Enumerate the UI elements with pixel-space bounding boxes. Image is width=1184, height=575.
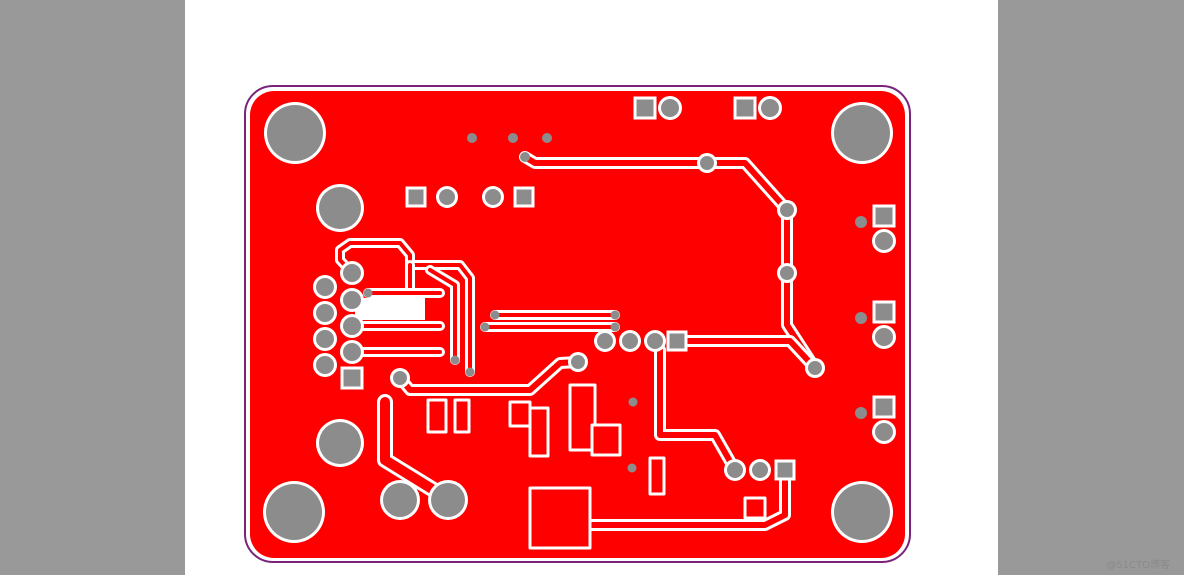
round-pad [834,105,890,161]
pads [263,96,896,543]
round-pad [266,484,322,540]
square-pad [636,99,654,117]
round-pad [383,483,417,517]
square-pad [875,303,893,321]
round-pad [647,333,663,349]
round-pad [622,333,638,349]
round-pad [610,310,620,320]
trace [587,467,788,528]
round-pad [542,133,552,143]
round-pad [316,330,334,348]
round-pad [480,322,490,332]
trace [674,338,818,371]
copper-island [648,456,666,496]
round-pad [465,367,475,377]
square-pad [875,207,893,225]
square-pad [516,189,532,205]
watermark: @51CTO博客 [1106,560,1170,571]
round-pad [875,328,893,346]
square-pad [669,333,685,349]
round-pad [316,278,334,296]
round-pad [610,322,620,332]
round-pad [855,407,867,419]
trace [522,154,818,371]
round-pad [780,203,794,217]
round-pad [597,333,613,349]
round-pad [780,266,794,280]
board-outline [244,85,911,563]
round-pad [520,152,530,162]
square-pad [408,189,424,205]
round-pad [343,291,361,309]
copper-island [528,406,550,458]
round-pad [752,462,768,478]
round-pad [834,484,890,540]
round-pad [855,312,867,324]
round-pad [761,99,779,117]
round-pad [627,463,637,473]
round-pad [485,189,501,205]
trace [397,359,581,393]
round-pad [700,156,714,170]
round-pad [343,317,361,335]
copper-island [426,398,448,434]
round-pad [316,356,334,374]
round-pad [316,304,334,322]
round-pad [661,99,679,117]
round-pad [363,288,373,298]
square-pad [736,99,754,117]
copper-island [508,400,532,428]
round-pad [628,397,638,407]
round-pad [490,310,500,320]
round-pad [808,361,822,375]
traces [335,151,821,550]
copper-island [453,398,471,434]
round-pad [467,133,477,143]
round-pad [875,423,893,441]
trace [657,347,738,473]
round-pad [393,371,407,385]
round-pad [343,343,361,361]
trace [380,397,450,502]
round-pad [727,462,743,478]
trace [428,268,457,362]
round-pad [343,264,361,282]
square-pad [343,369,361,387]
clearance-area [355,298,425,320]
round-pad [319,422,361,464]
round-pad [571,355,585,369]
square-pad [875,398,893,416]
round-pad [267,105,323,161]
round-pad [875,232,893,250]
round-pad [439,189,455,205]
copper-island [528,486,592,550]
round-pad [855,216,867,228]
round-pad [450,355,460,365]
round-pad [508,133,518,143]
round-pad [431,483,465,517]
copper-island [590,423,622,457]
trace [338,241,472,374]
copper-island [743,496,767,520]
square-pad [777,462,793,478]
round-pad [319,187,361,229]
